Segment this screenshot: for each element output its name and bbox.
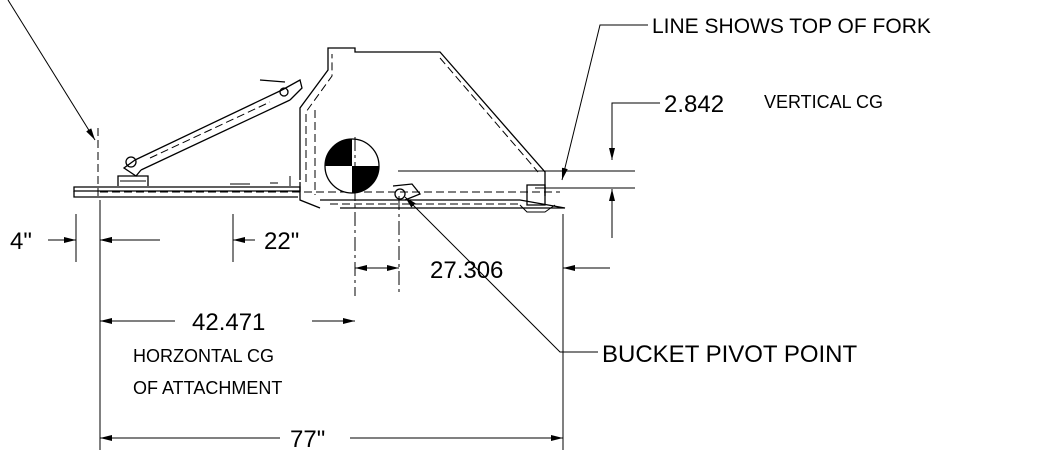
label-dim-22in: 22" [264, 228, 299, 255]
leader-pivot [404, 196, 598, 353]
label-horizontal-cg-2: OF ATTACHMENT [133, 378, 282, 398]
label-vertical-cg: VERTICAL CG [764, 92, 883, 112]
attachment-outline [73, 47, 566, 213]
leader-top-left [7, 0, 96, 141]
leader-top-of-fork [561, 24, 648, 181]
label-vertical-cg-value: 2.842 [664, 91, 724, 118]
label-top-of-fork: LINE SHOWS TOP OF FORK [652, 15, 931, 38]
cg-symbol [324, 138, 380, 194]
label-dim-4in: 4" [10, 228, 32, 255]
label-horizontal-cg-1: HORZONTAL CG [133, 346, 274, 366]
label-pivot: BUCKET PIVOT POINT [602, 341, 858, 368]
label-dim-77in: 77" [290, 426, 325, 453]
label-dim-27-306: 27.306 [430, 257, 503, 284]
dim-vertical-cg [609, 102, 660, 238]
label-dim-42-471: 42.471 [192, 309, 265, 336]
